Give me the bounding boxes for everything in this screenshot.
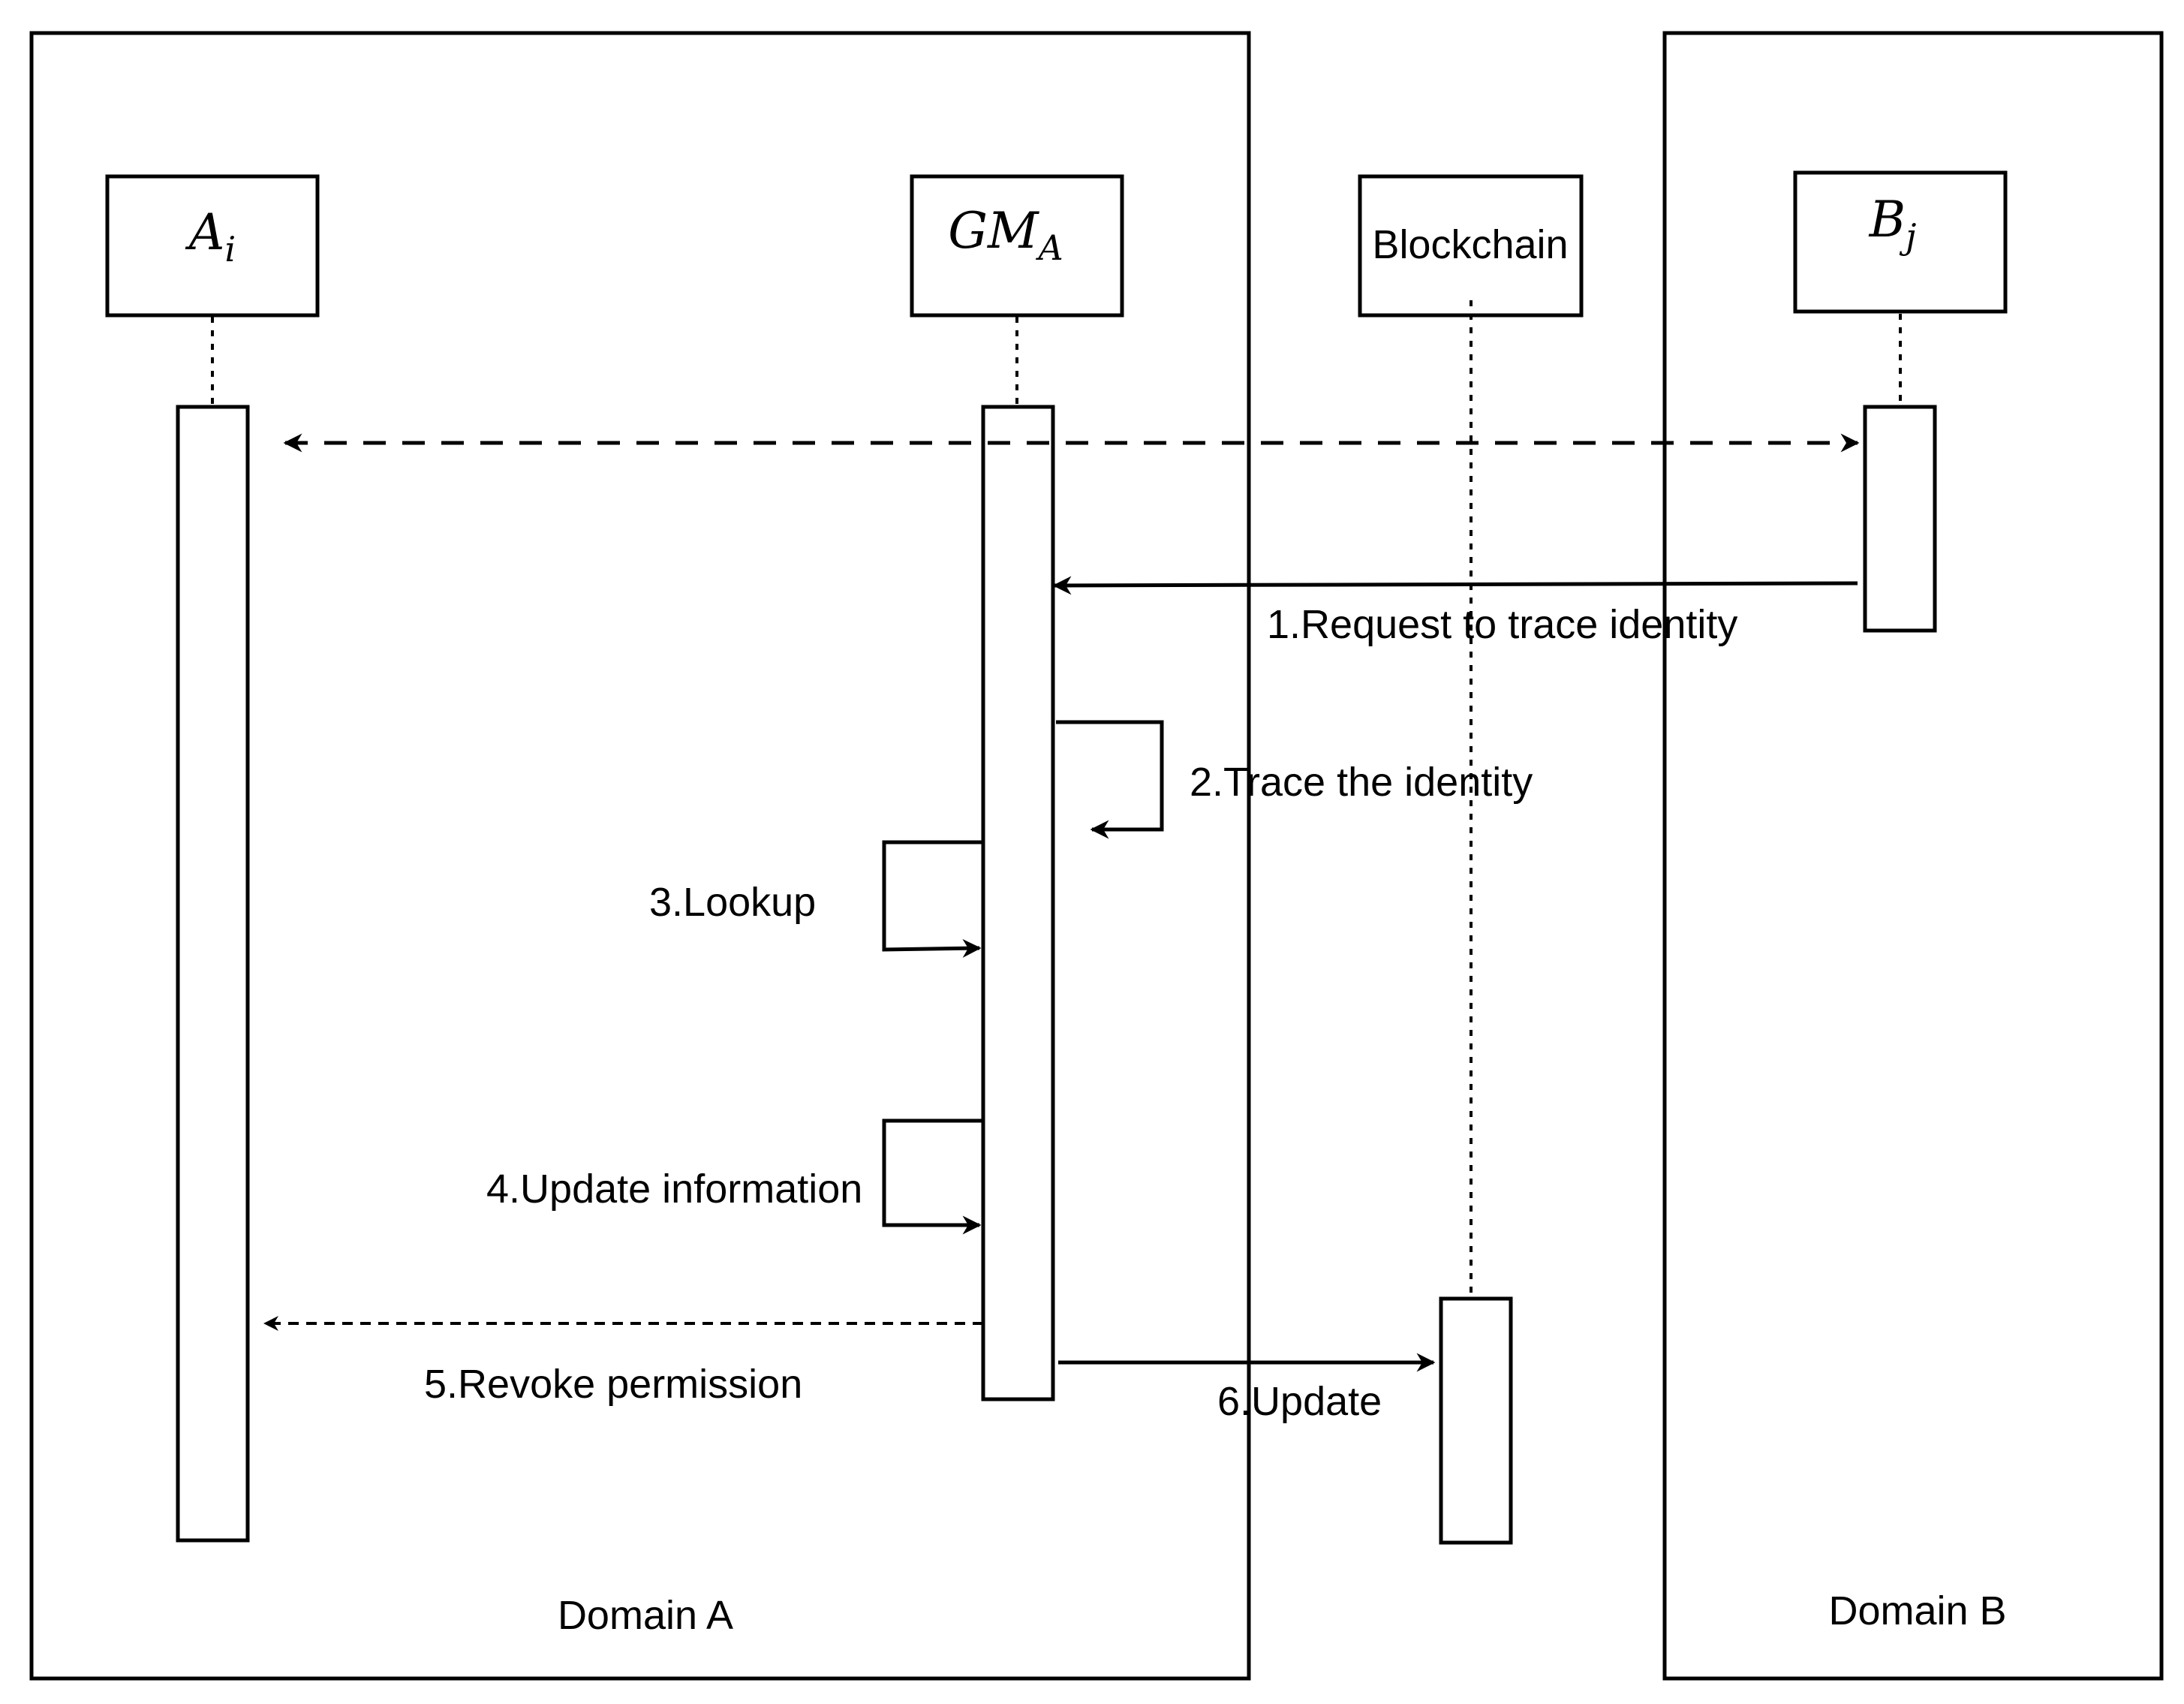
- participant-ai-label: Ai: [185, 203, 236, 269]
- message-6-label: 6.Update: [1217, 1379, 1382, 1424]
- arrow-request-trace: [1052, 576, 1858, 595]
- participant-bj-label: Bj: [1869, 191, 1917, 257]
- message-4-label: 4.Update information: [486, 1167, 862, 1212]
- domain-a-label: Domain A: [558, 1593, 733, 1638]
- participant-gma-sub: A: [1036, 227, 1063, 268]
- activation-ai: [176, 405, 250, 1543]
- activation-blockchain: [1439, 1296, 1513, 1545]
- arrow-update-information: [882, 1118, 983, 1235]
- arrow-trace-identity: [1056, 720, 1164, 839]
- activation-bj: [1863, 405, 1937, 633]
- domain-b-frame: [1662, 31, 2164, 1681]
- participant-ai-base: A: [185, 203, 225, 261]
- participant-bj-base: B: [1869, 191, 1906, 248]
- arrow-lookup: [882, 840, 983, 958]
- message-5-label: 5.Revoke permission: [424, 1362, 802, 1407]
- participant-gma-box: [910, 174, 1124, 318]
- participant-blockchain-label: Blockchain: [1372, 222, 1568, 267]
- participant-gma-base: GM: [948, 202, 1039, 260]
- participant-ai-sub: i: [224, 229, 236, 269]
- participant-bj-box: [1793, 170, 2008, 314]
- message-2-label: 2.Trace the identity: [1190, 760, 1533, 805]
- domain-b-label: Domain B: [1828, 1588, 2006, 1633]
- participant-ai-box: [105, 174, 320, 318]
- message-1-label: 1.Request to trace identity: [1267, 602, 1737, 647]
- participant-gma-label: GMA: [948, 202, 1063, 268]
- domain-a-frame: [29, 31, 1251, 1681]
- activation-gma: [981, 405, 1055, 1401]
- message-3-label: 3.Lookup: [649, 880, 816, 925]
